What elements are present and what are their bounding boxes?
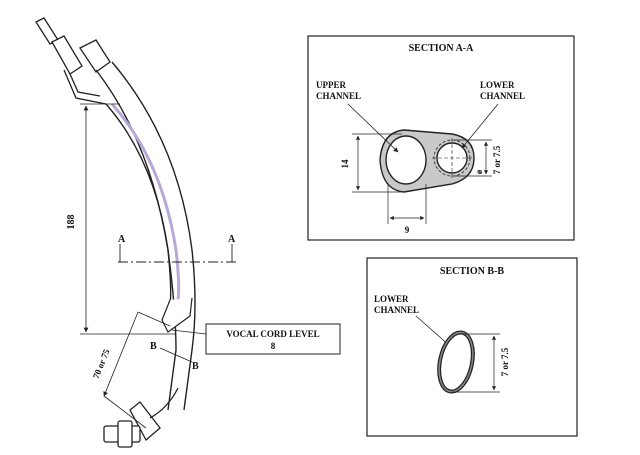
cuff-outline <box>161 297 193 333</box>
upper-channel-line <box>110 103 181 301</box>
tube-main-view: 188 A A 70 or 75 B B VOCAL CORD LEVEL 8 <box>35 17 341 448</box>
vocal-cord-callout-box <box>205 323 341 355</box>
length-dimension <box>80 103 175 335</box>
section-aa-dim-lower: 7 or 7.5 <box>492 145 502 174</box>
section-aa-upper-label-1: UPPER <box>316 80 346 90</box>
section-aa-dim-height: 14 <box>340 159 350 169</box>
section-bb-title: SECTION B-B <box>440 266 505 277</box>
dim-14 <box>352 133 402 193</box>
vocal-cord-title: VOCAL CORD LEVEL <box>226 329 319 339</box>
bottom-connector <box>103 387 179 448</box>
vocal-cord-value: 8 <box>271 341 276 351</box>
dim-lower-aa <box>454 139 492 177</box>
cuff-dim-label: 70 or 75 <box>91 347 112 380</box>
section-aa-diameter-symbol: ø <box>474 169 484 174</box>
section-bb-lower-label-2: CHANNEL <box>374 305 419 315</box>
section-aa-title: SECTION A-A <box>409 43 475 54</box>
tube-body <box>95 61 196 411</box>
upper-channel-lumen <box>385 135 427 185</box>
section-bb-arrow <box>415 315 451 347</box>
section-bb-panel: SECTION B-B LOWER CHANNEL 7 or 7.5 <box>366 257 578 437</box>
section-a-right-label: A <box>228 234 236 245</box>
section-bb-lower-label-1: LOWER <box>374 294 409 304</box>
vocal-cord-leader <box>171 329 207 335</box>
section-aa-upper-label-2: CHANNEL <box>316 91 361 101</box>
lower-channel-arrow <box>461 103 499 149</box>
section-bb-dim-lower: 7 or 7.5 <box>500 347 510 376</box>
dim-lower-bb <box>452 333 500 393</box>
section-a-cutline <box>118 244 236 263</box>
section-b-label-2: B <box>192 361 199 372</box>
top-connector <box>35 17 111 105</box>
section-aa-lower-label-1: LOWER <box>480 80 515 90</box>
section-aa-lower-label-2: CHANNEL <box>480 91 525 101</box>
upper-channel-arrow <box>347 103 399 153</box>
section-b-label-1: B <box>150 341 157 352</box>
cuff-dimension <box>103 311 171 429</box>
section-aa-panel: SECTION A-A UPPER CHANNEL LOWER CHANNEL … <box>307 35 575 241</box>
section-b-leader <box>159 347 193 363</box>
section-aa-dim-width: 9 <box>405 225 410 235</box>
dim-9 <box>387 184 427 224</box>
length-dim-label: 188 <box>66 215 77 230</box>
section-a-left-label: A <box>118 234 126 245</box>
